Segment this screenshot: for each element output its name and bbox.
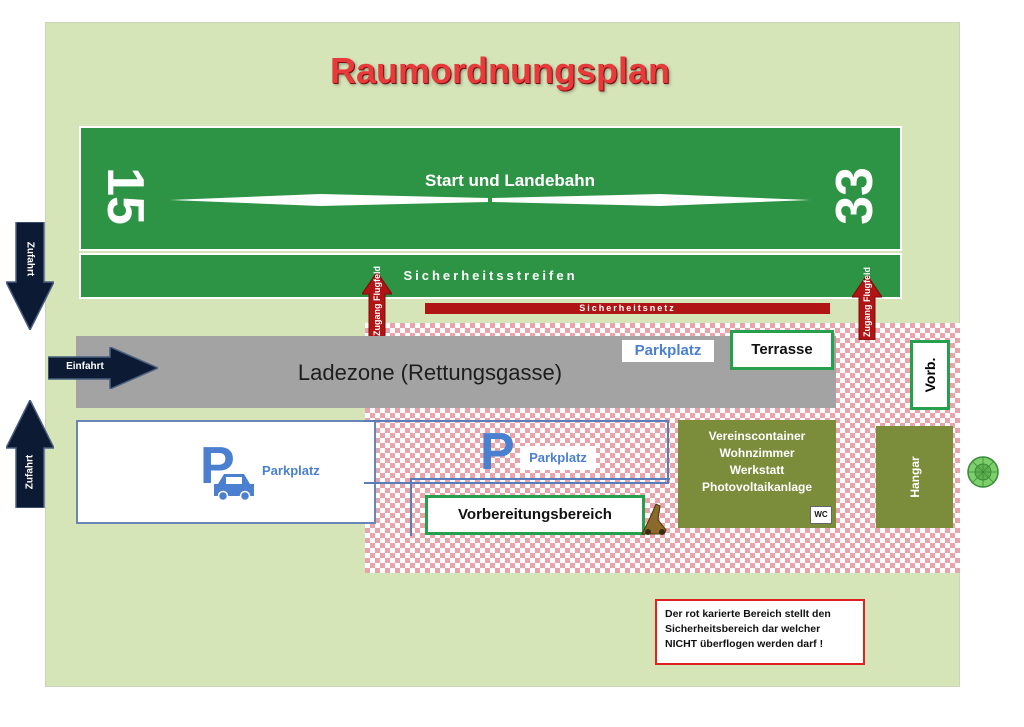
runway: [79, 126, 902, 251]
tree-icon: [967, 456, 999, 488]
parking-label-right-box: Parkplatz: [520, 446, 596, 470]
zufahrt-arrow-bottom: [6, 400, 54, 508]
access-arrow-right: [852, 275, 882, 340]
container-line-4: Photovoltaikanlage: [701, 480, 813, 494]
access-label-left: Zugang Flugfeld: [372, 266, 382, 336]
parking-symbol-right: P: [480, 423, 515, 481]
zufahrt-arrow-top: [6, 222, 54, 330]
runway-double-arrow: [170, 194, 810, 206]
vorb-label: Vorb.: [922, 357, 938, 393]
container-line-1: Vereinscontainer: [708, 429, 806, 443]
runway-arrow-left: [170, 194, 488, 206]
parking-area-right-outline: [410, 478, 670, 536]
vorb-area: Vorb.: [910, 340, 950, 410]
loading-zone-label: Ladezone (Rettungsgasse): [297, 360, 563, 385]
parking-label-top: Parkplatz: [622, 340, 714, 362]
safety-strip: Sicherheitsstreifen: [79, 253, 902, 299]
parking-label-right: Parkplatz: [529, 450, 587, 465]
zufahrt-label-bottom: Zufahrt: [24, 454, 36, 490]
zufahrt-label-top: Zufahrt: [24, 241, 36, 277]
safety-note: Der rot karierte Bereich stellt den Sich…: [655, 599, 865, 665]
airplane-model-icon: [641, 503, 667, 535]
safety-net: Sicherheitsnetz: [425, 303, 830, 314]
access-label-right: Zugang Flugfeld: [862, 267, 872, 337]
terrace: Terrasse: [730, 330, 834, 370]
runway-label: Start und Landebahn: [425, 171, 595, 190]
hangar-label: Hangar: [907, 456, 922, 498]
runway-number-right: 33: [826, 167, 884, 225]
runway-number-left: 15: [96, 167, 154, 225]
parking-area-right: [364, 420, 669, 484]
car-icon: [214, 474, 254, 502]
page-title: Raumordnungsplan: [330, 50, 670, 91]
container-line-3: Werkstatt: [729, 463, 785, 477]
parking-label-left: Parkplatz: [262, 463, 320, 478]
access-arrow-left: [362, 272, 392, 340]
einfahrt-label: Einfahrt: [66, 361, 104, 372]
parking-area-left: [76, 420, 376, 524]
preparation-area: Vorbereitungsbereich: [425, 495, 645, 535]
hangar: Hangar: [876, 426, 953, 528]
container-line-2: Wohnzimmer: [719, 446, 795, 460]
einfahrt-arrow: [48, 347, 158, 389]
wc-label: WC: [810, 506, 832, 524]
club-container: Vereinscontainer Wohnzimmer Werkstatt Ph…: [678, 420, 836, 528]
runway-arrow-right: [492, 194, 810, 206]
